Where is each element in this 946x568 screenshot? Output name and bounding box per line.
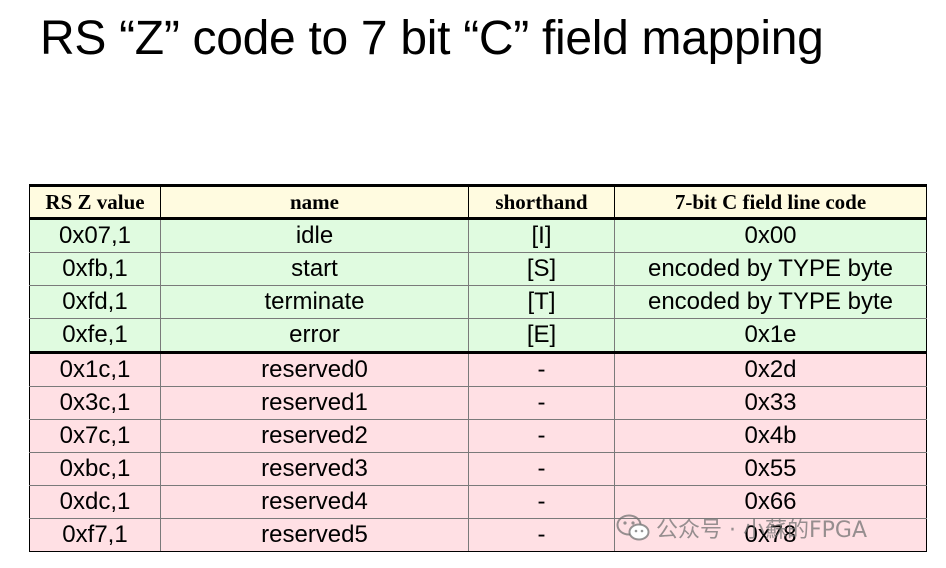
- cell-code: 0x55: [614, 452, 927, 486]
- table-row: 0xfb,1 start [S] encoded by TYPE byte: [29, 252, 927, 286]
- header-name: name: [160, 184, 469, 220]
- header-c-field-code: 7-bit C field line code: [614, 184, 927, 220]
- cell-z-value: 0xf7,1: [29, 518, 161, 552]
- cell-shorthand: -: [468, 452, 615, 486]
- table-row: 0x1c,1 reserved0 - 0x2d: [29, 351, 927, 387]
- watermark: 公众号 · 小蘇的FPGA: [616, 512, 867, 544]
- table-row: 0xf7,1 reserved5 - 0x78: [29, 518, 927, 552]
- cell-z-value: 0x7c,1: [29, 419, 161, 453]
- cell-name: error: [160, 318, 469, 353]
- cell-shorthand: -: [468, 518, 615, 552]
- slide-title: RS “Z” code to 7 bit “C” field mapping: [40, 12, 824, 65]
- cell-name: reserved0: [160, 351, 469, 387]
- cell-shorthand: -: [468, 419, 615, 453]
- cell-shorthand: -: [468, 386, 615, 420]
- cell-z-value: 0xfe,1: [29, 318, 161, 353]
- cell-shorthand: -: [468, 485, 615, 519]
- cell-name: reserved5: [160, 518, 469, 552]
- cell-z-value: 0x3c,1: [29, 386, 161, 420]
- table-row: 0x07,1 idle [I] 0x00: [29, 218, 927, 253]
- cell-code: encoded by TYPE byte: [614, 252, 927, 286]
- cell-z-value: 0xfd,1: [29, 285, 161, 319]
- wechat-icon: [616, 514, 650, 541]
- cell-shorthand: [S]: [468, 252, 615, 286]
- cell-name: reserved3: [160, 452, 469, 486]
- cell-code: 0x1e: [614, 318, 927, 353]
- cell-shorthand: -: [468, 351, 615, 387]
- cell-name: idle: [160, 218, 469, 253]
- table-row: 0xfd,1 terminate [T] encoded by TYPE byt…: [29, 285, 927, 319]
- cell-code: 0x78: [614, 518, 927, 552]
- cell-name: reserved1: [160, 386, 469, 420]
- watermark-text: 公众号 · 小蘇的FPGA: [656, 518, 867, 543]
- table-header-row: RS Z value name shorthand 7-bit C field …: [29, 184, 927, 220]
- cell-code: 0x2d: [614, 351, 927, 387]
- cell-z-value: 0xdc,1: [29, 485, 161, 519]
- cell-shorthand: [E]: [468, 318, 615, 353]
- cell-code: 0x33: [614, 386, 927, 420]
- cell-z-value: 0xfb,1: [29, 252, 161, 286]
- cell-name: start: [160, 252, 469, 286]
- mapping-table-container: RS Z value name shorthand 7-bit C field …: [29, 184, 927, 552]
- table-row: 0x3c,1 reserved1 - 0x33: [29, 386, 927, 420]
- table-row: 0xfe,1 error [E] 0x1e: [29, 318, 927, 353]
- table-row: 0x7c,1 reserved2 - 0x4b: [29, 419, 927, 453]
- cell-shorthand: [I]: [468, 218, 615, 253]
- cell-shorthand: [T]: [468, 285, 615, 319]
- cell-code: 0x66: [614, 485, 927, 519]
- cell-code: 0x00: [614, 218, 927, 253]
- cell-name: reserved2: [160, 419, 469, 453]
- table-row: 0xbc,1 reserved3 - 0x55: [29, 452, 927, 486]
- cell-z-value: 0x1c,1: [29, 351, 161, 387]
- cell-code: encoded by TYPE byte: [614, 285, 927, 319]
- header-rs-z-value: RS Z value: [29, 184, 161, 220]
- mapping-table: RS Z value name shorthand 7-bit C field …: [29, 184, 927, 552]
- cell-code: 0x4b: [614, 419, 927, 453]
- header-shorthand: shorthand: [468, 184, 615, 220]
- table-row: 0xdc,1 reserved4 - 0x66: [29, 485, 927, 519]
- cell-name: reserved4: [160, 485, 469, 519]
- cell-z-value: 0xbc,1: [29, 452, 161, 486]
- cell-z-value: 0x07,1: [29, 218, 161, 253]
- cell-name: terminate: [160, 285, 469, 319]
